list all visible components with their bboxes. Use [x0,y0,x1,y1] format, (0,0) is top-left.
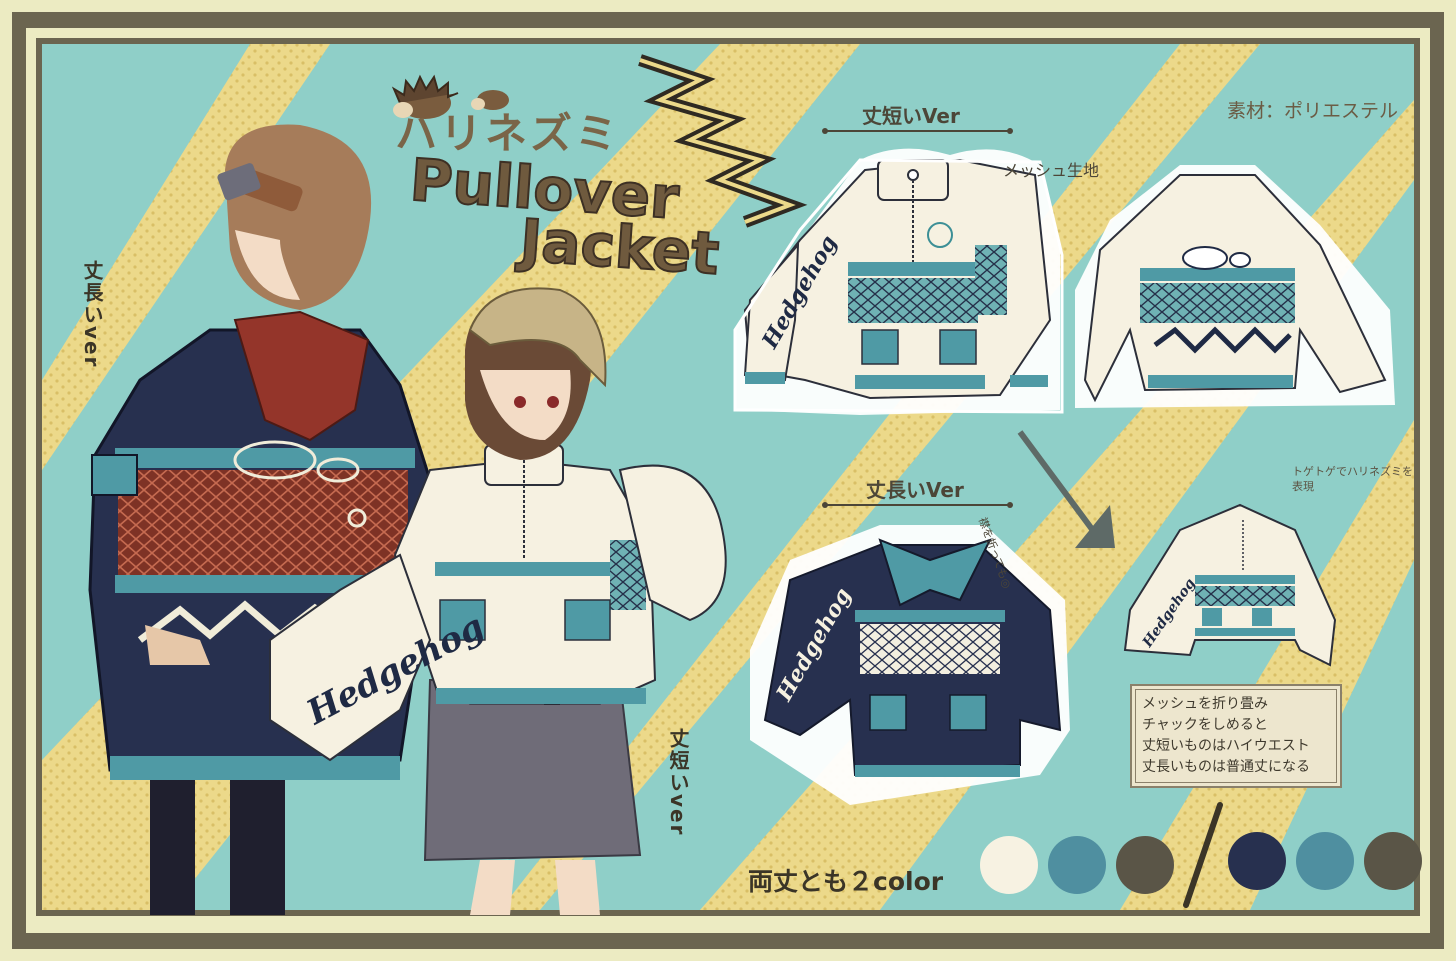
color-swatch-navy [1228,832,1286,890]
note-box: メッシュを折り畳み チャックをしめると 丈短いものはハイウエスト 丈長いものは普… [1130,684,1342,788]
spike-note: トゲトゲでハリネズミを表現 [1292,465,1413,493]
note-line: メッシュを折り畳み [1142,696,1268,712]
color-swatch-cream [980,836,1038,894]
short-version-side-label: 丈短いver [666,728,690,837]
material-label: 素材：ポリエステル [1226,100,1398,122]
note-line: 丈短いものはハイウエスト [1142,738,1310,754]
hedgehog-icon [391,74,509,119]
short-version-header: 丈短いVer [862,104,960,128]
arrow [1017,430,1103,542]
color-swatch-olive [1116,836,1174,894]
note-line: チャックをしめると [1142,717,1268,733]
small-jacket: Hedgehog [1123,503,1337,667]
boy-character [88,124,432,915]
long-version-side-label: 丈長いver [80,260,104,369]
short-back-jacket [1075,165,1395,408]
mesh-label: メッシュ生地 [1003,161,1100,180]
swatch-divider [1183,802,1223,908]
long-version-header: 丈長いVer [866,478,964,502]
title-jacket: Jacket [517,205,722,289]
girl-character: Hedgehog [269,287,727,915]
title-japanese: ハリネズミ [395,109,621,158]
colors-label: 両丈とも２color [748,867,944,896]
color-swatch-teal-2 [1296,832,1354,890]
color-swatch-olive-2 [1364,832,1422,890]
short-front-jacket: Hedgehog [735,148,1060,416]
color-swatch-teal [1048,836,1106,894]
note-line: 丈長いものは普通丈になる [1142,759,1310,775]
long-jacket: Hedgehog [750,525,1070,805]
